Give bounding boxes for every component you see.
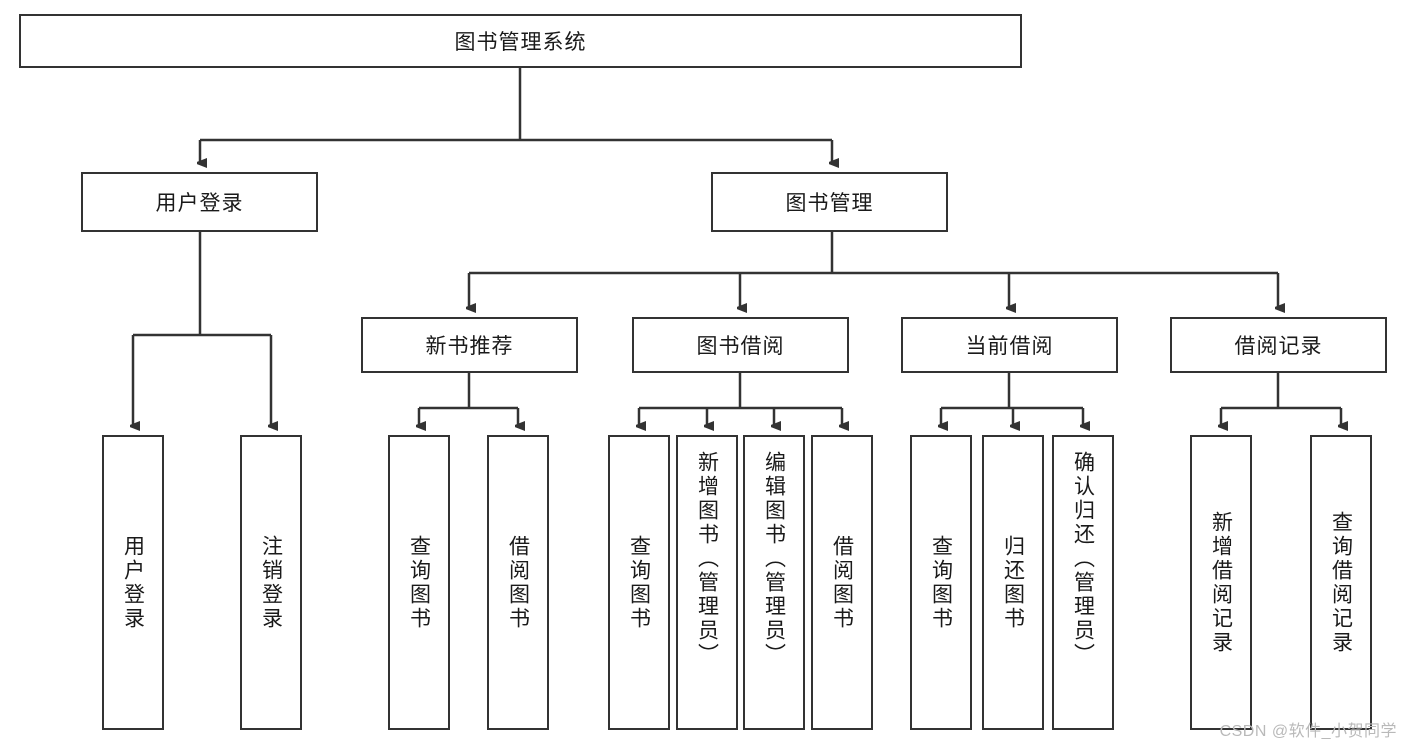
node-level3-book-borrow-label: 图书借阅 (696, 335, 785, 358)
node-level2-user-login[interactable]: 用户登录 (81, 172, 318, 232)
leaf-add-book-admin[interactable]: 新增图书（管理员） (676, 435, 738, 730)
node-level2-book-management-label: 图书管理 (785, 192, 874, 215)
node-level3-current-borrow-label: 当前借阅 (965, 335, 1054, 358)
node-root-label: 图书管理系统 (454, 31, 587, 54)
leaf-query-book-borrow-label: 查询图书 (627, 534, 651, 631)
leaf-edit-book-admin-label: 编辑图书（管理员） (762, 451, 786, 667)
node-level3-new-book-recommend-label: 新书推荐 (425, 335, 514, 358)
leaf-user-login[interactable]: 用户登录 (102, 435, 164, 730)
leaf-query-book-newbook[interactable]: 查询图书 (388, 435, 450, 730)
leaf-return-book-label: 归还图书 (1001, 534, 1025, 631)
leaf-query-borrow-record[interactable]: 查询借阅记录 (1310, 435, 1372, 730)
leaf-borrow-book-label: 借阅图书 (830, 534, 854, 631)
leaf-query-book-current-label: 查询图书 (929, 534, 953, 631)
leaf-borrow-book-newbook-label: 借阅图书 (506, 534, 530, 631)
leaf-query-book-borrow[interactable]: 查询图书 (608, 435, 670, 730)
leaf-add-borrow-record[interactable]: 新增借阅记录 (1190, 435, 1252, 730)
node-level3-borrow-record-label: 借阅记录 (1234, 335, 1323, 358)
node-level3-current-borrow[interactable]: 当前借阅 (901, 317, 1118, 373)
leaf-query-book-newbook-label: 查询图书 (407, 534, 431, 631)
watermark-text: CSDN @软件_小贺同学 (1219, 723, 1397, 740)
leaf-logout[interactable]: 注销登录 (240, 435, 302, 730)
leaf-user-login-label: 用户登录 (121, 534, 145, 631)
node-level2-user-login-label: 用户登录 (155, 192, 244, 215)
node-root[interactable]: 图书管理系统 (19, 14, 1022, 68)
leaf-confirm-return-admin-label: 确认归还（管理员） (1071, 451, 1095, 667)
leaf-logout-label: 注销登录 (259, 534, 283, 631)
leaf-borrow-book-newbook[interactable]: 借阅图书 (487, 435, 549, 730)
node-level2-book-management[interactable]: 图书管理 (711, 172, 948, 232)
leaf-query-book-current[interactable]: 查询图书 (910, 435, 972, 730)
node-level3-book-borrow[interactable]: 图书借阅 (632, 317, 849, 373)
node-level3-new-book-recommend[interactable]: 新书推荐 (361, 317, 578, 373)
leaf-return-book[interactable]: 归还图书 (982, 435, 1044, 730)
leaf-query-borrow-record-label: 查询借阅记录 (1329, 510, 1353, 655)
leaf-add-book-admin-label: 新增图书（管理员） (695, 451, 719, 667)
leaf-confirm-return-admin[interactable]: 确认归还（管理员） (1052, 435, 1114, 730)
node-level3-borrow-record[interactable]: 借阅记录 (1170, 317, 1387, 373)
leaf-borrow-book[interactable]: 借阅图书 (811, 435, 873, 730)
leaf-edit-book-admin[interactable]: 编辑图书（管理员） (743, 435, 805, 730)
leaf-add-borrow-record-label: 新增借阅记录 (1209, 510, 1233, 655)
